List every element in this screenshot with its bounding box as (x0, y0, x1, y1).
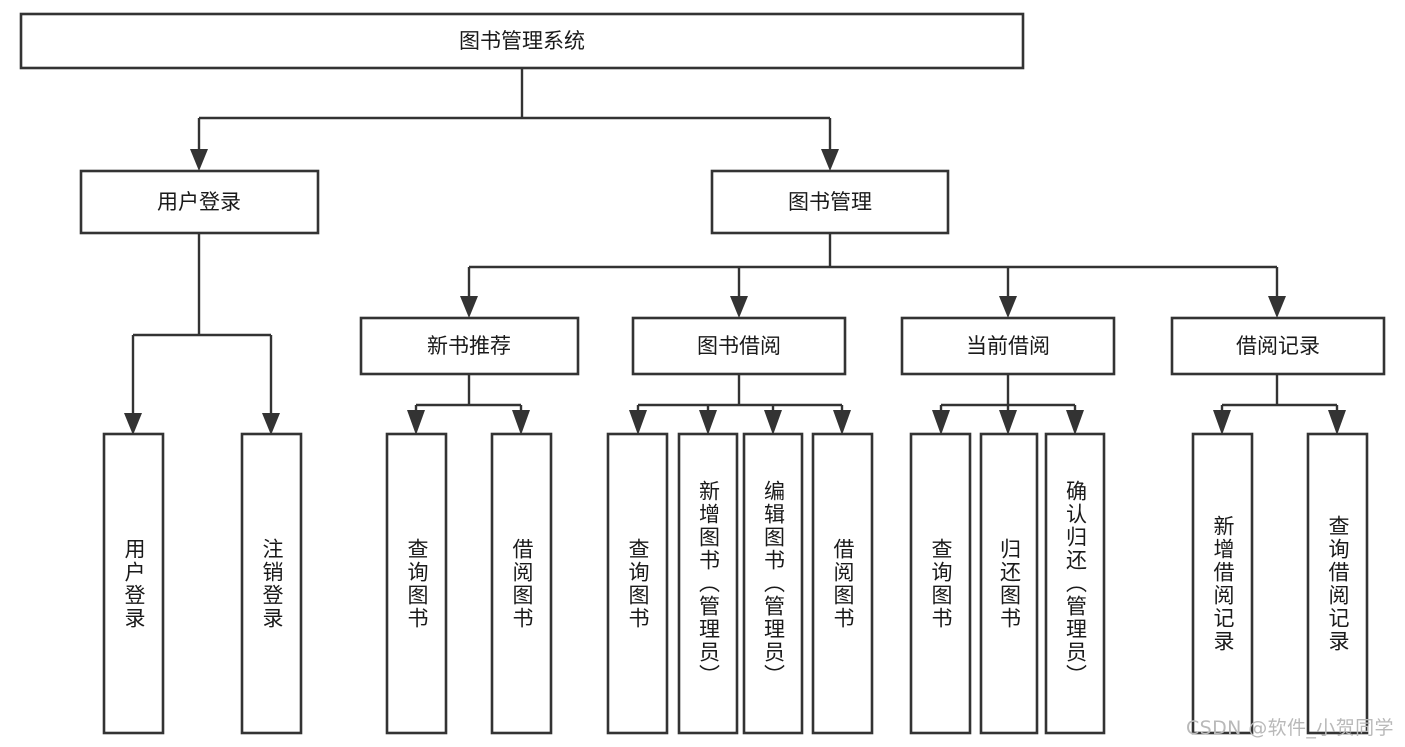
arrow-head-leaf-borrow-book-2 (833, 410, 851, 435)
node-book-borrow-box[interactable] (631, 316, 847, 376)
leaf-box-query-book-1[interactable] (385, 432, 448, 735)
arrow-head-leaf-user-logout (262, 413, 280, 435)
node-borrow-record[interactable]: 借阅记录 (1170, 316, 1386, 376)
node-borrow-record-box[interactable] (1170, 316, 1386, 376)
arrow-head-leaf-query-book-1 (407, 410, 425, 435)
leaf-box-borrow-book-2[interactable] (811, 432, 874, 735)
connector-group-root (190, 68, 839, 171)
node-new-book-recommend-label: 新书推荐 (427, 334, 511, 358)
connector-group-current-borrow (932, 374, 1084, 435)
arrow-head-leaf-return-book (999, 410, 1017, 435)
connector-group-book-borrow (629, 374, 851, 435)
connector-group-user-login (124, 233, 280, 435)
node-book-management-box[interactable] (710, 169, 950, 235)
arrow-head-user-login (190, 149, 208, 171)
leaf-box-query-record[interactable] (1306, 432, 1369, 735)
leaf-box-edit-book[interactable] (742, 432, 804, 735)
arrow-head-leaf-add-book (699, 410, 717, 435)
node-book-borrow-label: 图书借阅 (697, 334, 781, 358)
leaf-box-add-record[interactable] (1191, 432, 1254, 735)
watermark-text: CSDN @软件_小贺同学 (1186, 717, 1394, 739)
arrow-head-borrow-record (1268, 296, 1286, 318)
leaf-box-add-book[interactable] (677, 432, 739, 735)
leaf-box-borrow-book-1[interactable] (490, 432, 553, 735)
arrow-head-leaf-user-login (124, 413, 142, 435)
leaf-box-query-book-2[interactable] (606, 432, 669, 735)
arrow-head-leaf-borrow-book-1 (512, 410, 530, 435)
connector-group-book-management (460, 233, 1286, 318)
arrow-head-leaf-add-record (1213, 410, 1231, 435)
node-book-management[interactable]: 图书管理 (710, 169, 950, 235)
arrow-head-leaf-edit-book (764, 410, 782, 435)
node-current-borrow-box[interactable] (900, 316, 1116, 376)
arrow-head-leaf-query-book-3 (932, 410, 950, 435)
node-book-borrow[interactable]: 图书借阅 (631, 316, 847, 376)
node-user-login-label: 用户登录 (157, 190, 241, 214)
leaf-box-query-book-3[interactable] (909, 432, 972, 735)
leaf-box-return-book[interactable] (979, 432, 1039, 735)
node-new-book-recommend-box[interactable] (359, 316, 580, 376)
node-user-login-box[interactable] (79, 169, 320, 235)
arrow-head-book-management (821, 149, 839, 171)
node-current-borrow-label: 当前借阅 (966, 334, 1050, 358)
node-borrow-record-label: 借阅记录 (1236, 334, 1320, 358)
node-root[interactable]: 图书管理系统 (19, 12, 1025, 70)
node-user-login[interactable]: 用户登录 (79, 169, 320, 235)
arrow-head-leaf-confirm-return (1066, 410, 1084, 435)
arrow-head-current-borrow (999, 296, 1017, 318)
leaf-box-user-login[interactable] (102, 432, 165, 735)
leaf-box-confirm-return[interactable] (1044, 432, 1106, 735)
leaf-box-user-logout[interactable] (240, 432, 303, 735)
arrow-head-leaf-query-book-2 (629, 410, 647, 435)
node-current-borrow[interactable]: 当前借阅 (900, 316, 1116, 376)
leaf-boxes (102, 432, 1369, 735)
node-root-label: 图书管理系统 (459, 29, 585, 53)
arrow-head-leaf-query-record (1328, 410, 1346, 435)
connector-group-borrow-record (1213, 374, 1346, 435)
node-root-box[interactable] (19, 12, 1025, 70)
node-new-book-recommend[interactable]: 新书推荐 (359, 316, 580, 376)
arrow-head-new-book-recommend (460, 296, 478, 318)
connector-group-new-book-recommend (407, 374, 530, 435)
arrow-head-book-borrow (730, 296, 748, 318)
node-book-management-label: 图书管理 (788, 190, 872, 214)
